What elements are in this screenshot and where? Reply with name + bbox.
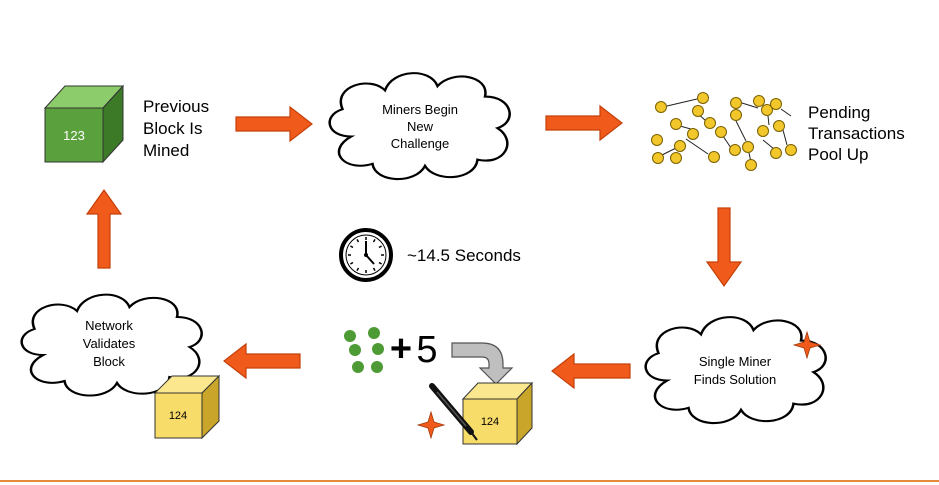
validated-block-number: 124 [169, 410, 187, 422]
pending-label-line1: Pending [808, 103, 870, 122]
network-label-line2: Validates [83, 336, 136, 351]
previous-block-label-line2: Block Is [143, 119, 203, 138]
pending-label-line3: Pool Up [808, 145, 868, 164]
plus-symbol: + [390, 328, 412, 370]
curved-arrow-icon [451, 342, 514, 385]
miners-begin-label-line2: New [407, 119, 434, 134]
arrow-pending-to-single-miner [705, 207, 743, 288]
transaction-dot [670, 118, 682, 130]
transaction-dot [715, 126, 727, 138]
transaction-dot [757, 125, 769, 137]
transaction-dot [651, 134, 663, 146]
pen-icon [429, 383, 478, 441]
arrow-miners-to-pending [545, 104, 623, 142]
transaction-dot [708, 151, 720, 163]
previous-block-number: 123 [63, 128, 85, 143]
arrow-previous-to-miners [235, 105, 313, 143]
transaction-dot [687, 128, 699, 140]
network-label-line3: Block [93, 354, 125, 369]
transaction-dot [697, 92, 709, 104]
solution-dot [349, 344, 361, 356]
sparkle-icon [792, 330, 822, 360]
network-label-line1: Network [85, 318, 133, 333]
transaction-dot [742, 141, 754, 153]
pending-label-line2: Transactions [808, 124, 905, 143]
sparkle-icon [416, 410, 446, 440]
new-block-cube: 124 [461, 381, 534, 446]
arrow-assemble-to-network [223, 342, 301, 380]
new-block-number: 124 [481, 416, 499, 428]
bottom-accent-rule [0, 480, 939, 482]
arrow-network-to-previous [85, 188, 123, 269]
miners-begin-label-line1: Miners Begin [382, 102, 458, 117]
transaction-dot [770, 98, 782, 110]
solution-dot [371, 361, 383, 373]
miners-begin-label-line3: Challenge [391, 136, 450, 151]
count-five: 5 [416, 329, 437, 371]
solution-dot [352, 361, 364, 373]
arrow-single-miner-to-assemble [551, 352, 631, 390]
solution-dot [344, 330, 356, 342]
clock-icon [339, 228, 393, 282]
transaction-dot [761, 104, 773, 116]
transaction-dot [770, 147, 782, 159]
transaction-dot [729, 144, 741, 156]
validated-block-cube: 124 [153, 374, 221, 440]
transaction-dot [670, 152, 682, 164]
solution-dots [344, 327, 384, 373]
single-miner-label-line1: Single Miner [699, 354, 772, 369]
transaction-dot [745, 159, 757, 171]
single-miner-cloud [644, 315, 827, 425]
timer-label: ~14.5 Seconds [407, 246, 521, 265]
solution-dot [368, 327, 380, 339]
transaction-dot [773, 120, 785, 132]
transaction-links [661, 98, 792, 163]
previous-block-label-line1: Previous [143, 97, 209, 116]
transaction-pool [651, 92, 797, 171]
transaction-dot [652, 152, 664, 164]
transaction-dot [785, 144, 797, 156]
transaction-dot [655, 101, 667, 113]
transaction-dot [704, 117, 716, 129]
solution-dot [372, 343, 384, 355]
transaction-dot [753, 95, 765, 107]
previous-block-cube: 123 [43, 84, 125, 164]
transaction-dot [674, 140, 686, 152]
single-miner-label-line2: Finds Solution [694, 372, 776, 387]
transaction-dot [730, 109, 742, 121]
previous-block-label-line3: Mined [143, 141, 189, 160]
transaction-dot [692, 105, 704, 117]
transaction-dot [730, 97, 742, 109]
